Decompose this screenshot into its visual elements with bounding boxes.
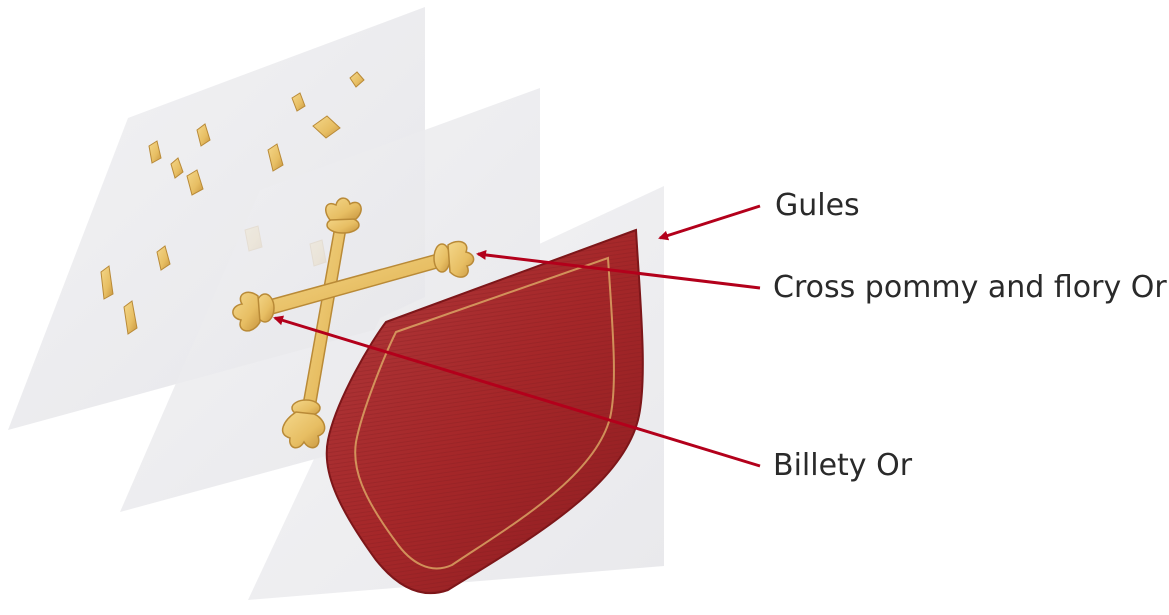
- cross-label: Cross pommy and flory Or: [773, 273, 1167, 303]
- billety-label: Billety Or: [773, 451, 912, 481]
- gules-arrow: [660, 206, 760, 238]
- gules-label: Gules: [775, 191, 860, 221]
